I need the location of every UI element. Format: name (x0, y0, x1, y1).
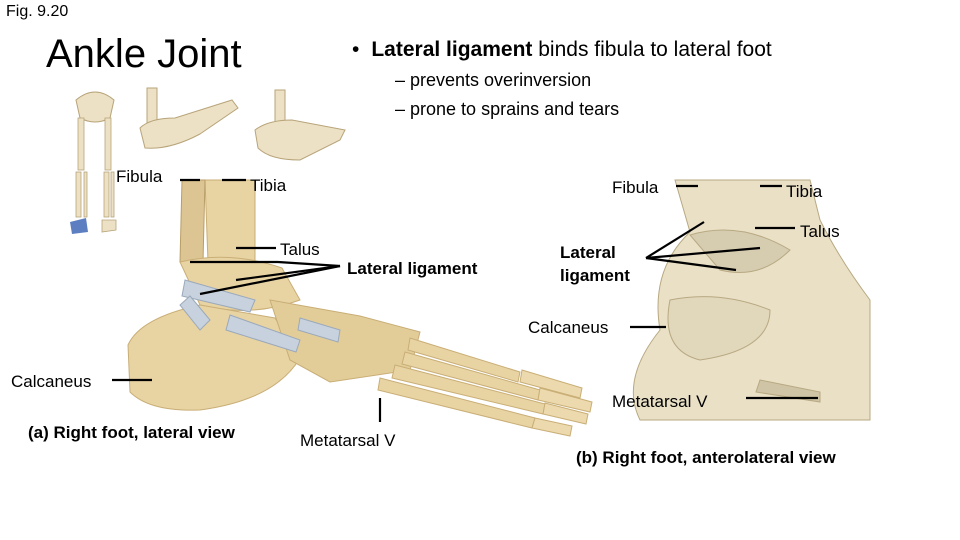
bullet-main: • Lateral ligament binds fibula to latera… (352, 38, 772, 62)
leader-lines-panel-a (112, 178, 382, 422)
bullet-sub-2: – prone to sprains and tears (395, 99, 620, 119)
label-lateral-ligament-a: Lateral ligament (347, 259, 478, 278)
label-fibula-b: Fibula (612, 178, 659, 197)
foot-lateral-illustration (127, 179, 593, 437)
bullet-dot: • (352, 38, 360, 61)
bullet-main-text: binds fibula to lateral foot (532, 38, 772, 61)
foot-thumbnail-1 (139, 87, 239, 149)
caption-panel-b: (b) Right foot, anterolateral view (576, 448, 836, 467)
label-fibula-a: Fibula (116, 167, 163, 186)
bullet-sub-1: – prevents overinversion (395, 70, 592, 90)
label-metatarsal-v-a: Metatarsal V (300, 431, 396, 450)
foot-thumbnail-2 (254, 89, 346, 161)
page-title: Ankle Joint (46, 32, 242, 76)
foot-anterolateral-specimen (632, 179, 871, 421)
bullet-main-term: Lateral ligament (371, 38, 533, 61)
caption-panel-a: (a) Right foot, lateral view (28, 423, 235, 442)
label-lateral-ligament-b-line2: ligament (560, 266, 630, 285)
label-talus-b: Talus (800, 222, 840, 241)
skeleton-thumbnail (70, 91, 117, 234)
label-talus-a: Talus (280, 240, 320, 259)
figure-number: Fig. 9.20 (6, 3, 69, 20)
leader-lines-panel-b (630, 184, 818, 400)
label-calcaneus-b: Calcaneus (528, 318, 609, 337)
label-tibia-a: Tibia (250, 176, 287, 195)
label-metatarsal-v-b: Metatarsal V (612, 392, 708, 411)
label-lateral-ligament-b-line1: Lateral (560, 243, 616, 262)
label-tibia-b: Tibia (786, 182, 823, 201)
label-calcaneus-a: Calcaneus (11, 372, 92, 391)
